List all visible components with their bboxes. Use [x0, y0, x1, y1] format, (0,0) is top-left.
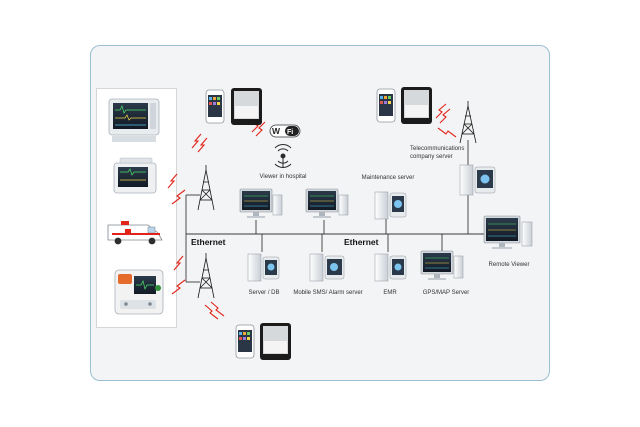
maintenance-server-icon [374, 191, 407, 220]
telecom-server-label-line2: company server [410, 154, 453, 160]
gps-map-server-icon [420, 250, 464, 280]
wifi-antenna-icon [274, 144, 292, 168]
mobile-sms-alarm-server-label: Mobile SMS/ Alarm server [293, 290, 363, 296]
ambulance-icon [107, 221, 163, 245]
bedside-monitor-device [113, 157, 157, 194]
telecom-server-label-line1: Telecommunications [410, 146, 465, 152]
mobile-devices-top-right [376, 87, 432, 124]
wifi-logo-w: W [272, 126, 281, 136]
mobile-sms-alarm-server-icon [309, 253, 345, 282]
gps-map-server-label: GPS/MAP Server [422, 290, 470, 296]
ethernet-label-left: Ethernet [191, 237, 226, 247]
wifi-logo-fi: Fi [287, 129, 293, 136]
remote-viewer-workstation [483, 215, 533, 249]
network-wires [185, 140, 520, 283]
viewer-in-hospital-label: Viewer in hospital [259, 174, 307, 180]
viewer-workstation-2 [305, 188, 349, 218]
remote-viewer-label: Remote Viewer [488, 262, 530, 268]
maintenance-server-label: Maintenance server [361, 175, 415, 181]
telecom-server-icon [459, 164, 496, 196]
viewer-workstation-1 [239, 188, 283, 218]
mobile-devices-bottom [235, 323, 291, 360]
emr-label: EMR [383, 290, 397, 296]
ethernet-label-backbone: Ethernet [344, 237, 379, 247]
cell-tower-upper-icon [197, 165, 215, 211]
emr-server-icon [374, 253, 407, 282]
cell-tower-lower-icon [197, 253, 215, 299]
mobile-devices-top-left [205, 88, 262, 125]
defibrillator-device [114, 269, 164, 315]
wifi-logo [269, 124, 301, 138]
patient-monitor-device [108, 98, 160, 142]
server-db-icon [247, 253, 280, 282]
server-db-label: Server / DB [248, 290, 280, 296]
cell-tower-telecom-icon [459, 101, 477, 144]
